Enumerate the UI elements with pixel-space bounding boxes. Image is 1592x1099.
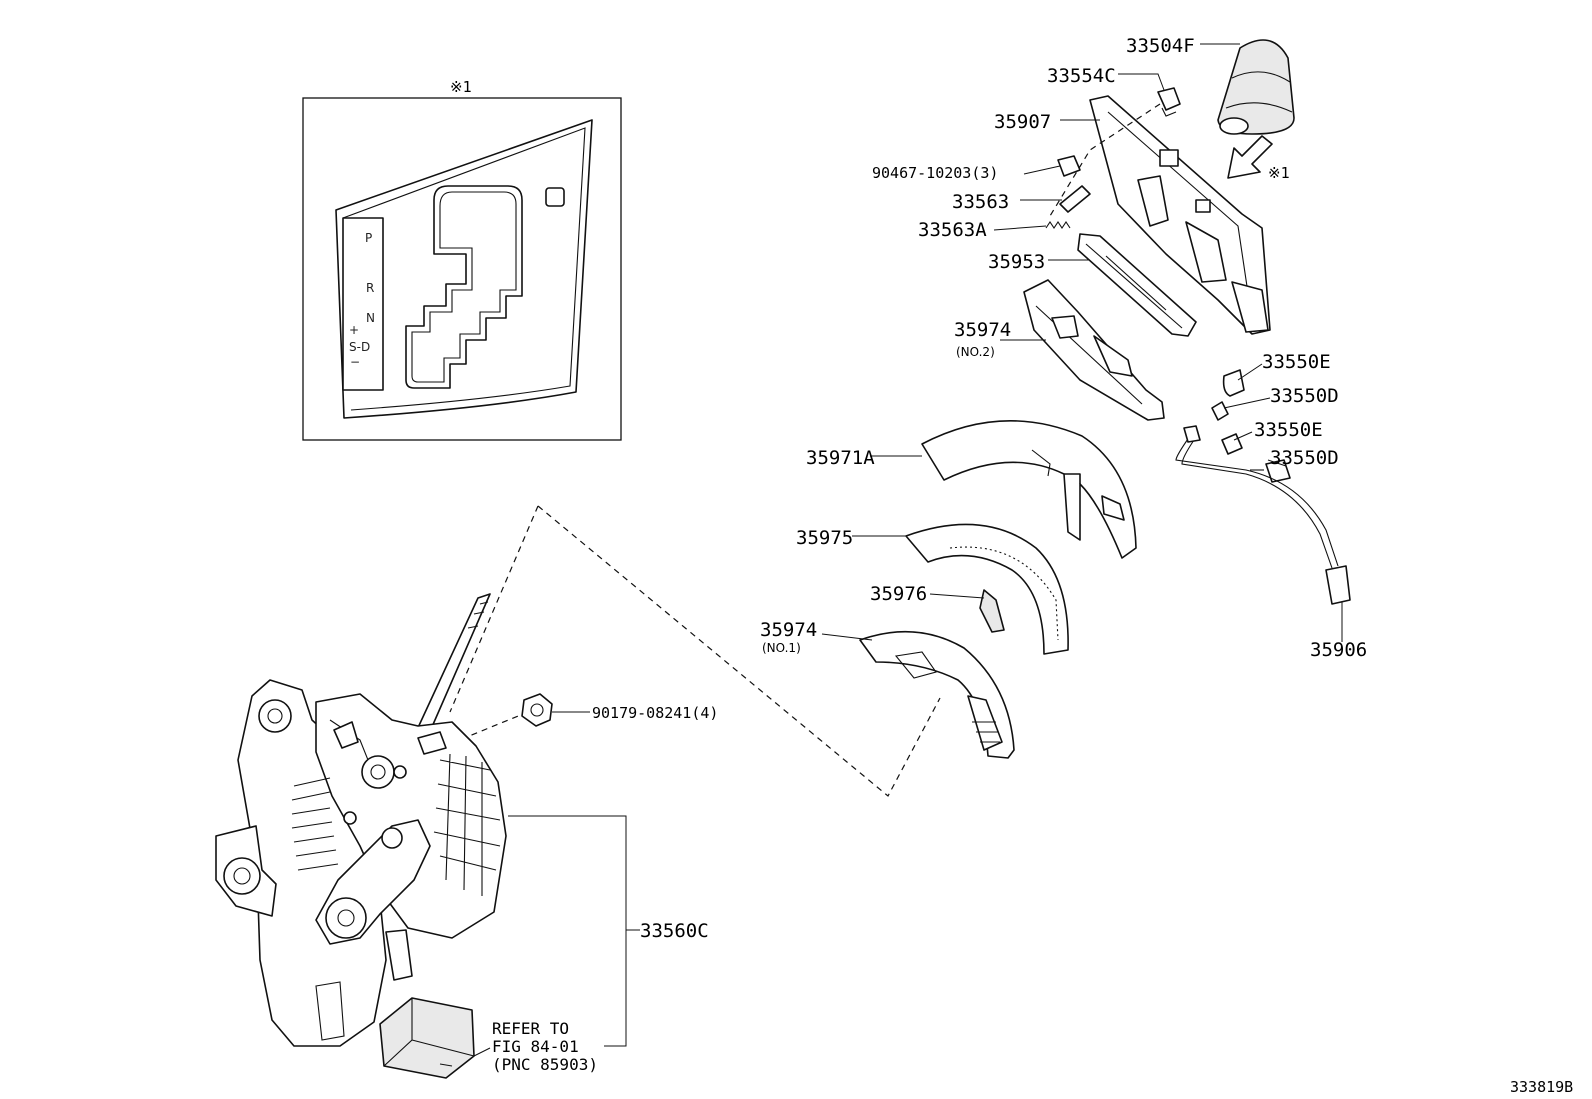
shift-lever-rod xyxy=(415,593,491,737)
callout-35971A: 35971A xyxy=(806,447,875,469)
diagram-code: 333819B xyxy=(1510,1078,1573,1096)
callout-35974-no1-sub: (NO.1) xyxy=(762,641,801,655)
callout-33563A: 33563A xyxy=(918,219,987,241)
inset-frame xyxy=(302,97,622,441)
shift-gate-outline xyxy=(405,185,523,389)
shift-lock-solenoid xyxy=(379,997,475,1079)
nut-90179-08241 xyxy=(521,693,553,727)
callout-35974-no1: 35974 xyxy=(760,619,817,641)
callout-90467-10203: 90467-10203(3) xyxy=(872,164,998,182)
inset-detail-view: ※1 P R N + S-D − xyxy=(302,78,622,441)
lens-35976 xyxy=(979,589,1005,633)
gate-letter-r: R xyxy=(366,281,374,295)
callout-33560C: 33560C xyxy=(640,920,709,942)
callout-33550D-b: 33550D xyxy=(1270,447,1339,469)
cover-35974-no1 xyxy=(859,630,1015,759)
callout-35976: 35976 xyxy=(870,583,927,605)
clip-33554C xyxy=(1157,87,1181,117)
gate-letter-n: N xyxy=(366,311,375,325)
callout-35953: 35953 xyxy=(988,251,1045,273)
refer-line-1: REFER TO xyxy=(492,1019,569,1038)
bulb-33550E-b xyxy=(1221,433,1243,455)
spring-33563A xyxy=(1045,221,1071,229)
callout-35907: 35907 xyxy=(994,111,1051,133)
refer-line-2: FIG 84-01 xyxy=(492,1037,579,1056)
callout-35974-no2-sub: (NO.2) xyxy=(956,345,995,359)
callout-33550D-a: 33550D xyxy=(1270,385,1339,407)
wire-harness-35906 xyxy=(1175,425,1351,605)
leader-lines xyxy=(473,43,1343,1057)
callout-33550E-b: 33550E xyxy=(1254,419,1323,441)
shift-knob-33504F xyxy=(1217,39,1295,135)
callout-33504F: 33504F xyxy=(1126,35,1195,57)
callout-33554C: 33554C xyxy=(1047,65,1116,87)
shift-housing-35907 xyxy=(1089,95,1271,335)
callout-33563: 33563 xyxy=(952,191,1009,213)
callout-35974-no2: 35974 xyxy=(954,319,1011,341)
assembly-guide-dashed-a xyxy=(537,505,941,797)
indicator-plate-35953 xyxy=(1077,233,1197,337)
gate-letter-p: P xyxy=(365,231,372,245)
indicator-film-35975 xyxy=(905,523,1069,655)
callout-33550E-a: 33550E xyxy=(1262,351,1331,373)
shift-lever-assembly-33560C xyxy=(215,593,507,1047)
callout-labels: 33504F 33554C 35907 90467-10203(3) 33563… xyxy=(492,35,1573,1096)
arrow-note-mark: ※1 xyxy=(1268,164,1290,182)
bulb-33550E-a xyxy=(1222,369,1245,397)
inset-note-mark: ※1 xyxy=(450,78,472,96)
callout-90179-08241: 90179-08241(4) xyxy=(592,704,718,722)
lock-pin-33563 xyxy=(1059,185,1091,213)
callout-35906: 35906 xyxy=(1310,639,1367,661)
position-indicator-panel xyxy=(342,217,384,391)
gate-sign-minus: − xyxy=(350,355,360,369)
clip-90467-10203 xyxy=(1057,155,1081,177)
cover-35971A xyxy=(921,420,1137,559)
refer-line-3: (PNC 85903) xyxy=(492,1055,598,1074)
cover-35974-no2 xyxy=(1023,279,1165,421)
gate-letter-sd: S-D xyxy=(349,340,370,354)
callout-35975: 35975 xyxy=(796,527,853,549)
view-arrow-icon: ※1 xyxy=(1227,135,1290,182)
gate-sign-plus: + xyxy=(349,323,359,337)
bulb-33550D-a xyxy=(1211,401,1229,421)
bezel-button-hole xyxy=(545,187,565,207)
assembly-guide-dashed-b xyxy=(449,505,539,713)
shift-bezel-plate xyxy=(335,119,593,419)
